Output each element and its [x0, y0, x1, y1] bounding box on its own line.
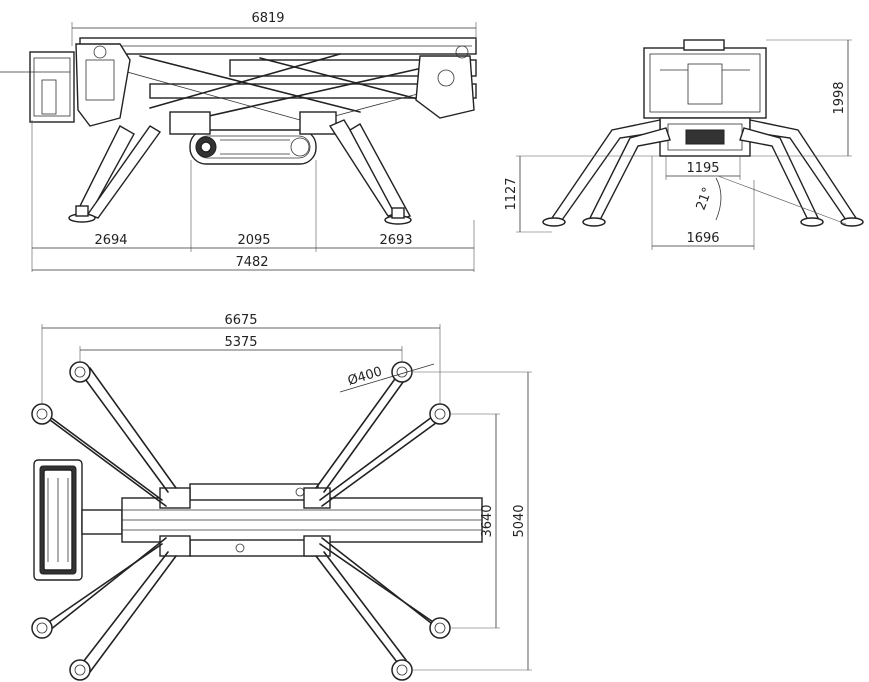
dim-rear-height: 1998 [832, 81, 847, 114]
side-view [0, 37, 477, 225]
dim-side-total-length: 7482 [235, 255, 268, 270]
dim-top-inner-span: 5375 [224, 335, 257, 350]
dim-rear-angle: 21° [694, 185, 716, 212]
dim-side-top-length: 6819 [251, 11, 284, 26]
side-view-dimensions: 6819 2694 2095 2693 7482 [31, 11, 477, 272]
top-basket [33, 459, 83, 581]
side-basket [0, 51, 75, 123]
top-view-dimensions: 6675 5375 Ø400 3640 5040 [41, 313, 532, 671]
dim-top-pad-diameter: Ø400 [346, 364, 384, 389]
top-view [31, 361, 483, 681]
rear-view [542, 39, 864, 227]
dim-rear-inner-width: 1195 [686, 161, 719, 176]
top-boom [81, 483, 483, 557]
side-boom [75, 37, 477, 127]
rear-view-dimensions: 1998 1127 1195 1696 21° [504, 39, 852, 250]
rear-body [643, 39, 767, 157]
side-track [169, 111, 337, 165]
dim-top-outer-width: 5040 [512, 504, 527, 537]
rear-outriggers [542, 119, 864, 227]
dim-side-left-span: 2694 [94, 233, 127, 248]
side-outriggers [68, 119, 412, 225]
dim-top-outer-span: 6675 [224, 313, 257, 328]
dim-rear-clearance: 1127 [504, 177, 519, 210]
dim-side-track-span: 2095 [237, 233, 270, 248]
dim-top-inner-width: 3640 [480, 504, 495, 537]
dim-side-right-span: 2693 [379, 233, 412, 248]
dim-rear-outer-width: 1696 [686, 231, 719, 246]
